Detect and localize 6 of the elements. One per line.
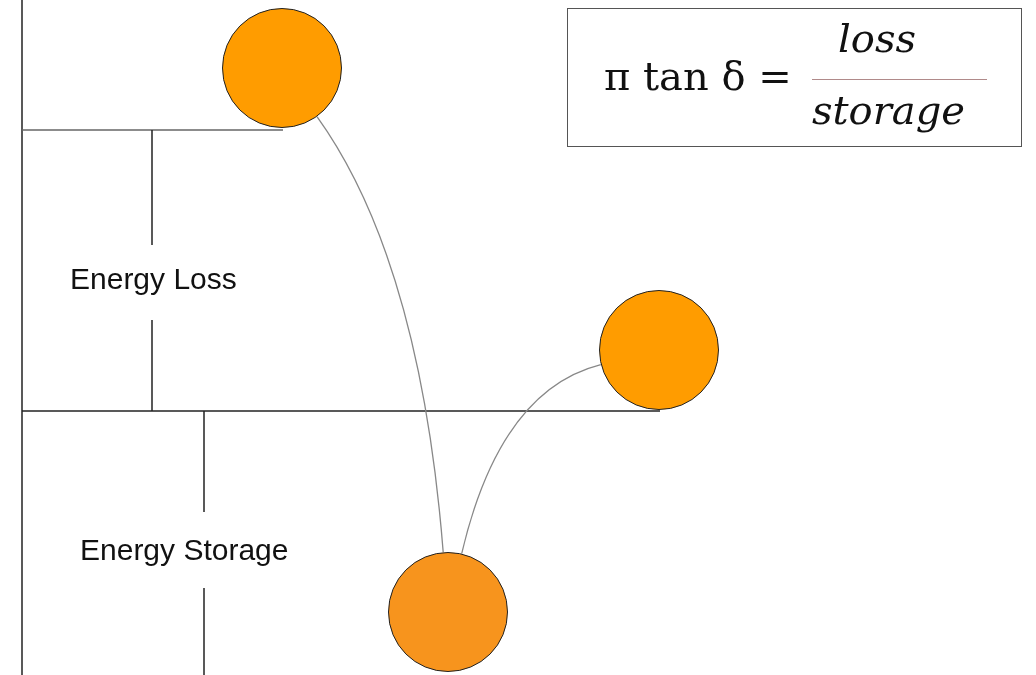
numerator-text: loss [838,15,916,61]
trajectory-line [316,116,444,553]
denominator-text: storage [812,87,965,133]
formula-text: π tan δ = [604,53,792,99]
trajectory-line [461,363,602,555]
formula-box [567,8,1022,147]
